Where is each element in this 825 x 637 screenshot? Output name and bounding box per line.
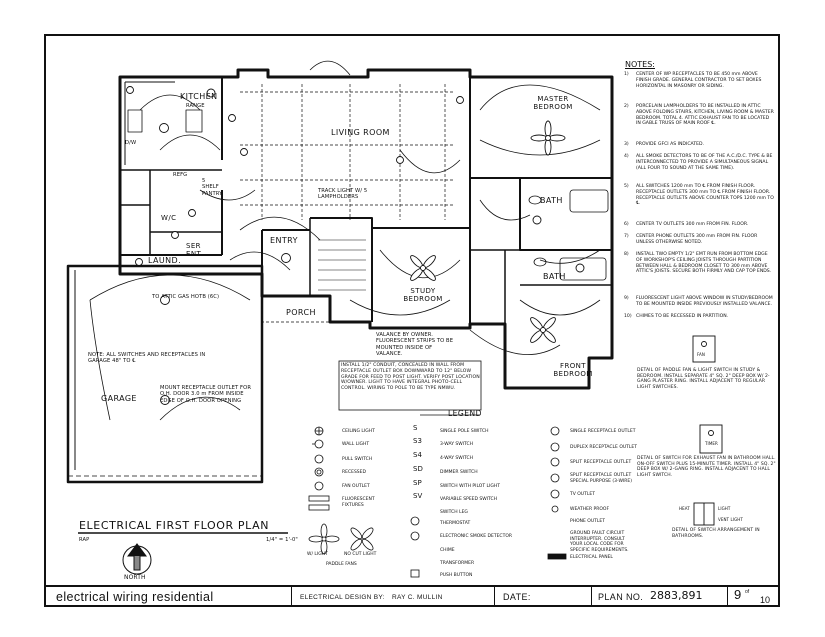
legend-item: DIMMER SWITCH xyxy=(440,470,478,475)
plan-scale: 1/4" = 1'-0" xyxy=(266,537,298,543)
title-divider xyxy=(494,587,495,607)
detail-light-label: LIGHT xyxy=(718,506,731,511)
detail-vent-label: VENT LIGHT xyxy=(718,517,743,522)
legend-paddle-fans: PADDLE FANS xyxy=(326,562,357,567)
legend-item: SPLIT RECEPTACLE OUTLET xyxy=(570,460,632,465)
legend-item: PULL SWITCH xyxy=(342,457,373,462)
note-item: 4)ALL SMOKE DETECTORS TO BE OF THE A.C./… xyxy=(624,154,773,171)
room-label-bath-lower: BATH xyxy=(543,272,566,281)
room-label-ser-ent: SER ENT. xyxy=(186,242,203,258)
legend-item: THERMOSTAT xyxy=(440,521,471,526)
note-item: 5)ALL SWITCHES 1200 mm TO ℄ FROM FINISH … xyxy=(624,184,774,207)
note-item: 6)CENTER TV OUTLETS 300 mm FROM FIN. FLO… xyxy=(624,222,749,227)
legend-item: ELECTRONIC SMOKE DETECTOR xyxy=(440,534,512,539)
room-label-entry: ENTRY xyxy=(270,236,298,245)
note-garage-switches: NOTE: ALL SWITCHES AND RECEPTACLES IN GA… xyxy=(88,352,206,365)
legend-item: FLUORESCENT FIXTURES xyxy=(342,497,375,508)
legend-item: FAN OUTLET xyxy=(342,484,370,489)
room-label-study: STUDY BEDROOM xyxy=(403,287,443,303)
legend-item: WEATHER PROOF xyxy=(570,507,610,512)
legend-symbol: S3 xyxy=(413,437,422,445)
legend-item: SWITCH LEG xyxy=(440,510,468,515)
legend-symbol: S4 xyxy=(413,451,422,459)
legend-symbol: SD xyxy=(413,465,423,473)
book-title: electrical wiring residential xyxy=(56,590,214,604)
plan-title: ELECTRICAL FIRST FLOOR PLAN xyxy=(79,519,270,532)
title-divider xyxy=(591,587,592,607)
detail-timer-label: TIMER xyxy=(705,441,718,446)
note-track-light: TRACK LIGHT W/ 5 LAMPHOLDERS xyxy=(318,188,368,201)
legend-item: WALL LIGHT xyxy=(342,442,370,447)
note-item: 3)PROVIDE GFCI AS INDICATED. xyxy=(624,142,705,147)
sheet-total: 10 xyxy=(760,595,771,605)
note-item: 8)INSTALL TWO EMPTY 1/2" EMT RUN FROM BO… xyxy=(624,252,772,275)
label-refg: REFG xyxy=(173,172,188,178)
room-label-master: MASTER BEDROOM xyxy=(533,95,573,111)
note-valance: VALANCE BY OWNER. FLUORESCENT STRIPS TO … xyxy=(376,332,454,358)
legend-item: CHIME xyxy=(440,548,455,553)
plan-number: 2883,891 xyxy=(650,589,703,602)
room-label-front: FRONT BEDROOM xyxy=(553,362,593,378)
title-divider xyxy=(291,587,292,607)
legend-symbol: S xyxy=(413,424,418,432)
legend-item: SINGLE POLE SWITCH xyxy=(440,429,489,434)
legend-item: PHONE OUTLET xyxy=(570,519,605,524)
legend-item: ELECTRICAL PANEL xyxy=(570,555,613,560)
detail-exhaust-fan: DETAIL OF SWITCH FOR EXHAUST FAN IN BATH… xyxy=(637,456,776,478)
notes-title: NOTES: xyxy=(625,60,655,69)
legend-fan-no-light: NO CUT LIGHT xyxy=(344,552,377,557)
legend-item: DUPLEX RECEPTACLE OUTLET xyxy=(570,445,638,450)
room-label-wc: W/C xyxy=(161,214,177,222)
note-item: 9)FLUORESCENT LIGHT ABOVE WINDOW IN STUD… xyxy=(624,296,773,307)
legend-item: CEILING LIGHT xyxy=(342,429,375,434)
legend-item: SWITCH WITH PILOT LIGHT xyxy=(440,484,500,489)
legend-item: RECESSED xyxy=(342,470,366,475)
legend-item: SINGLE RECEPTACLE OUTLET xyxy=(570,429,636,434)
room-label-kitchen: KITCHEN xyxy=(180,92,218,101)
legend-symbol: SP xyxy=(413,479,422,487)
room-label-living: LIVING ROOM xyxy=(331,128,390,137)
legend-symbol: SV xyxy=(413,492,423,500)
date-label: DATE: xyxy=(503,592,531,602)
note-item: 1)CENTER OF WP RECEPTACLES TO BE 450 mm … xyxy=(624,72,762,89)
detail-fan-label: FAN xyxy=(697,352,705,357)
drawing-sheet xyxy=(44,34,780,607)
designer-name: RAY C. MULLIN xyxy=(392,594,443,601)
note-item: 2)PORCELAIN LAMPHOLDERS TO BE INSTALLED … xyxy=(624,104,774,127)
room-label-bath-upper: BATH xyxy=(540,196,563,205)
legend-item: VARIABLE SPEED SWITCH xyxy=(440,497,498,502)
label-dw: D/W xyxy=(125,140,137,146)
note-conduit: INSTALL 1/2" CONDUIT, CONCEALED IN WALL … xyxy=(341,363,480,392)
room-label-garage: GARAGE xyxy=(101,394,137,403)
note-attic: TO ATTIC GAS HOTB (6C) xyxy=(152,294,220,300)
title-block xyxy=(44,585,780,607)
design-label: ELECTRICAL DESIGN BY: xyxy=(300,594,385,601)
legend-item: GROUND FAULT CIRCUIT INTERRUPTER. CONSUL… xyxy=(570,531,629,553)
detail-switch-arrangement: DETAIL OF SWITCH ARRANGEMENT IN BATHROOM… xyxy=(672,528,760,539)
note-item: 10)CHIMES TO BE RECESSED IN PARTITION. xyxy=(624,314,729,319)
sheet-of: of xyxy=(745,589,750,595)
room-label-porch: PORCH xyxy=(286,308,316,317)
legend-item: PUSH BUTTON xyxy=(440,573,473,578)
detail-heat-label: HEAT xyxy=(679,506,690,511)
legend-item: 4-WAY SWITCH xyxy=(440,456,474,461)
legend-item: TV OUTLET xyxy=(570,492,595,497)
label-pantry: 5 SHELF PANTRY xyxy=(202,178,223,197)
detail-paddle-fan: DETAIL OF PADDLE FAN & LIGHT SWITCH IN S… xyxy=(637,368,770,390)
legend-title: LEGEND xyxy=(448,409,482,418)
legend-fan-light: W/ LIGHT xyxy=(307,552,328,557)
plan-title-sub: RAP xyxy=(79,537,90,543)
plan-no-label: PLAN NO. xyxy=(598,592,644,602)
north-label: NORTH xyxy=(124,574,146,581)
room-label-laund: LAUND. xyxy=(148,256,182,265)
sheet-number: 9 xyxy=(734,587,742,602)
legend-item: TRANSFORMER xyxy=(440,561,475,566)
label-range: RANGE xyxy=(186,103,205,109)
note-item: 7)CENTER PHONE OUTLETS 300 mm FROM FIN. … xyxy=(624,234,758,245)
legend-item: SPLIT RECEPTACLE OUTLET SPECIAL PURPOSE … xyxy=(570,473,632,484)
title-divider xyxy=(727,587,728,607)
legend-item: 3-WAY SWITCH xyxy=(440,442,474,447)
note-mount-receptacle: MOUNT RECEPTACLE OUTLET FOR O.H. DOOR 3.… xyxy=(160,385,252,404)
